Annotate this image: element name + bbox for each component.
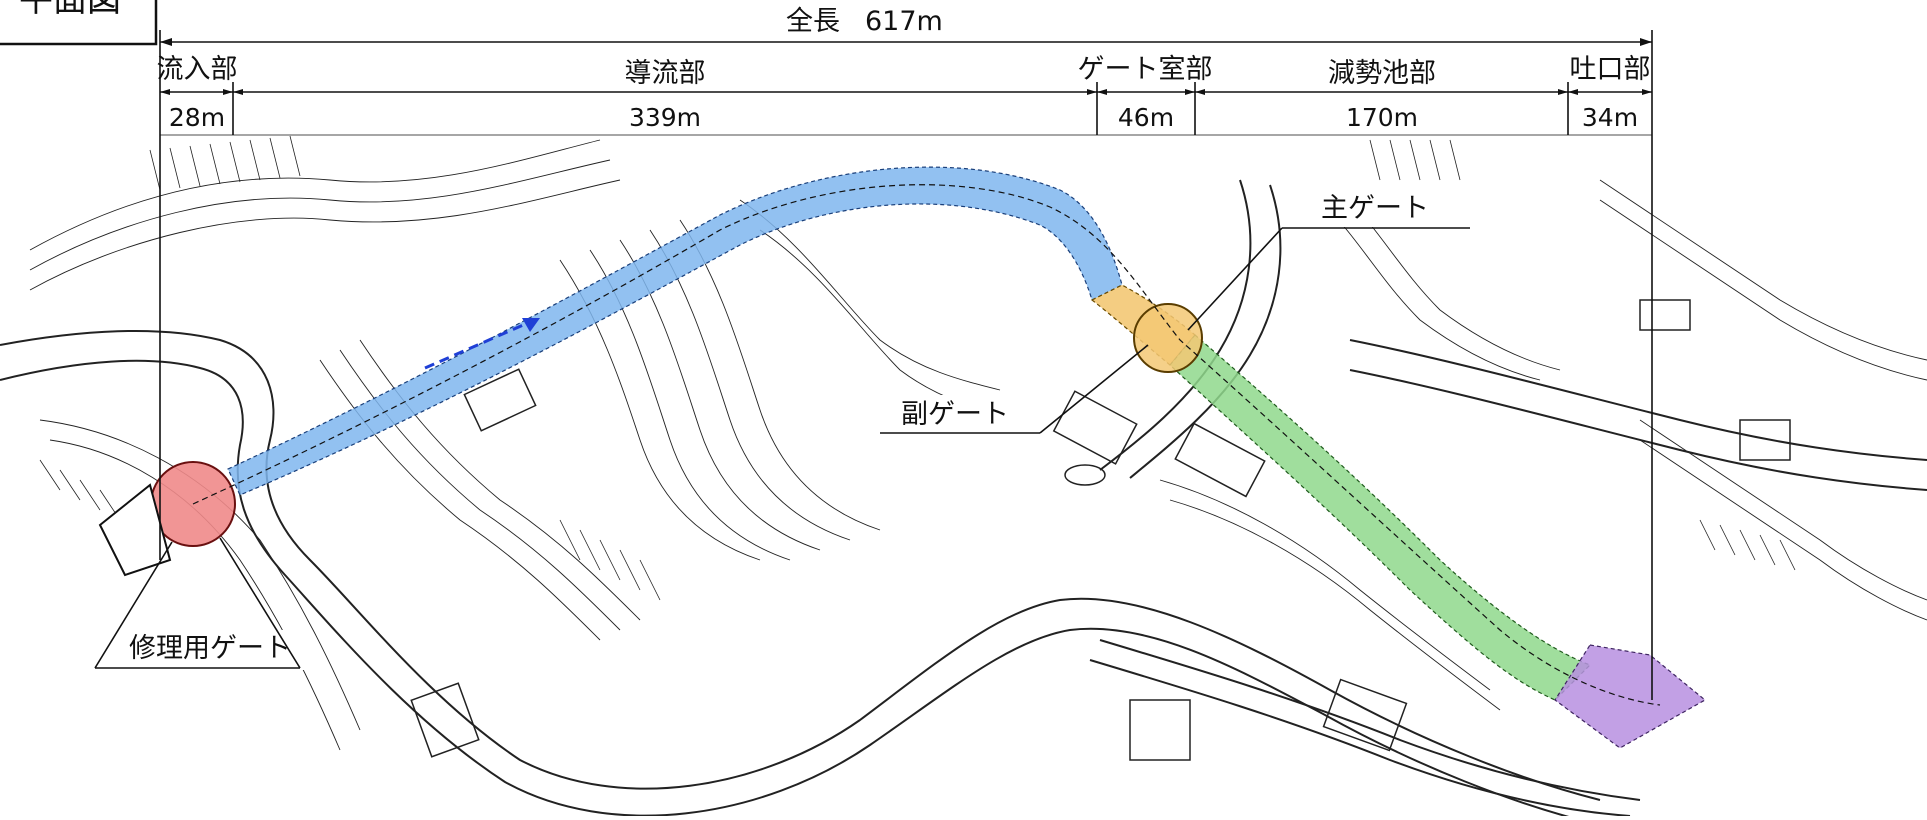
- section-length-conduit: 339m: [629, 103, 701, 132]
- repair-gate-label: 修理用ゲート: [129, 633, 291, 664]
- flow-direction-arrows: [424, 318, 540, 370]
- section-length-inflow: 28m: [169, 103, 225, 132]
- section-length-outlet: 34m: [1582, 103, 1638, 132]
- road-network: [0, 179, 1927, 820]
- title-text: 平面図: [19, 0, 121, 20]
- tunnel-centerline: [192, 184, 1661, 706]
- sub-gate-label: 副ゲート: [901, 399, 1009, 430]
- conduit-section-fill: [227, 166, 1123, 496]
- dimension-lines: [159, 30, 1653, 700]
- gate-chamber-circle: [1133, 303, 1203, 373]
- sub-gate-callout: 副ゲート: [880, 344, 1149, 435]
- outlet-fill: [1554, 644, 1707, 749]
- main-gate-callout: 主ゲート: [1187, 185, 1470, 331]
- inlet-apron: [98, 483, 172, 577]
- total-length-label: 全長 617m: [786, 6, 943, 37]
- main-gate-label: 主ゲート: [1321, 193, 1429, 224]
- repair-gate-callout: 修理用ゲート: [94, 537, 305, 670]
- total-length-value: 617m: [865, 6, 943, 37]
- slope-hatching: [39, 135, 1796, 601]
- stilling-basin-fill: [1169, 334, 1592, 701]
- section-name-stilling-basin: 減勢池部: [1328, 58, 1436, 89]
- total-length-caption: 全長: [786, 6, 840, 37]
- title-box: 平面図: [0, 0, 158, 46]
- section-name-conduit: 導流部: [625, 58, 706, 89]
- section-name-outlet: 吐口部: [1570, 54, 1651, 85]
- section-length-gate-chamber: 46m: [1118, 103, 1174, 132]
- section-length-stilling-basin: 170m: [1346, 103, 1418, 132]
- bypass-tunnel: [98, 166, 1707, 749]
- dimension-arrowheads: [160, 38, 1652, 95]
- section-name-gate-chamber: ゲート室部: [1078, 54, 1213, 85]
- section-name-inflow: 流入部: [157, 54, 238, 85]
- buildings: [410, 299, 1791, 761]
- topographic-map: [0, 135, 1927, 820]
- section-labels: 流入部 28m 導流部 339m ゲート室部 46m 減勢池部 170m 吐口部…: [157, 54, 1651, 132]
